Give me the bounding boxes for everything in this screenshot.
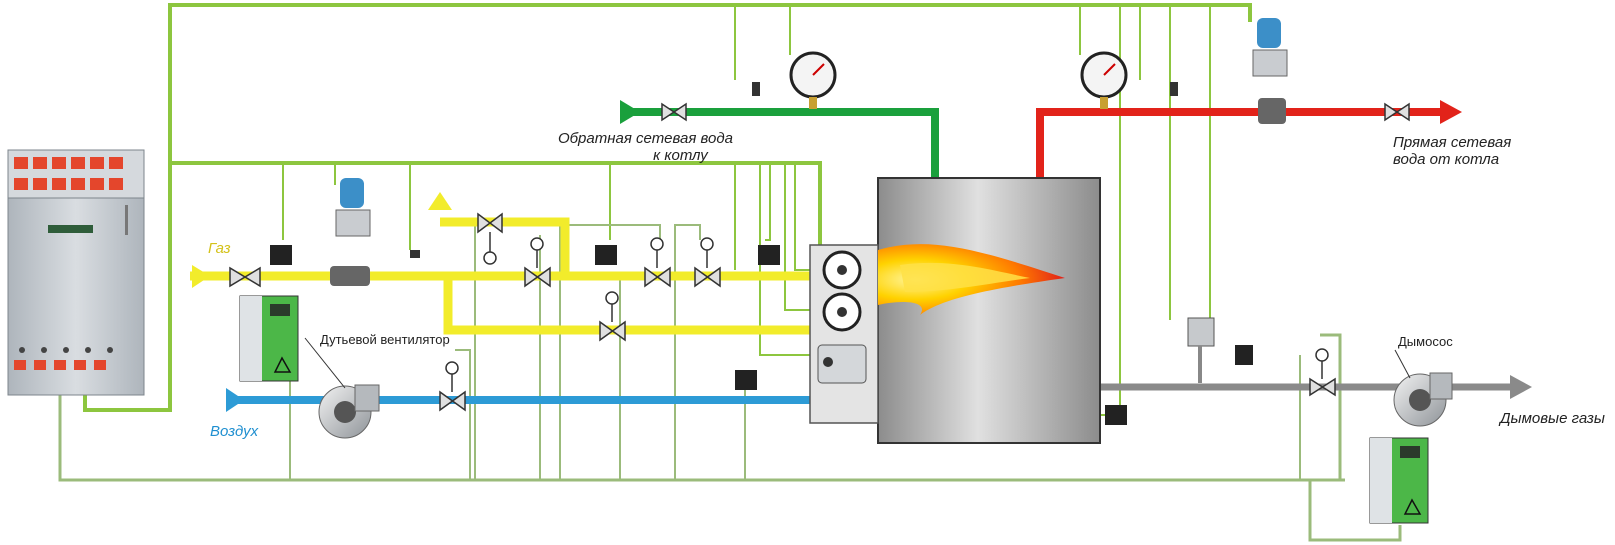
bottom-signal-lines	[58, 333, 1402, 542]
supply-water-valve	[1384, 102, 1410, 122]
pressure-gauge-return	[789, 51, 837, 109]
valves	[229, 102, 1410, 412]
burner-gas-regulators	[822, 250, 862, 332]
exhauster-vfd	[1369, 437, 1429, 524]
supply-water-label-line2: вода от котла	[1393, 151, 1500, 168]
air-label: Воздух	[210, 423, 259, 440]
flame-tongue	[900, 262, 1030, 292]
pressure-transmitter-supply	[1252, 18, 1288, 124]
flue-gases-label: Дымовые газы	[1500, 410, 1605, 427]
return-water-valve	[661, 102, 687, 122]
exhauster-label-leader	[1394, 349, 1411, 379]
smoke-exhauster-label: Дымосос	[1398, 334, 1453, 349]
sensor-signal-taps	[282, 5, 1211, 416]
gas-vent-arrow	[428, 192, 452, 210]
control-cabinet	[7, 149, 145, 396]
air-inlet-triangle	[226, 388, 244, 412]
smoke-exhauster-fan	[1393, 372, 1453, 427]
pressure-gauge-supply	[1080, 51, 1128, 109]
gas-shutoff-valve-1	[524, 266, 551, 288]
gas-inlet-valve	[229, 266, 261, 288]
pressure-transmitter-gas	[330, 178, 371, 286]
valve-actuators	[445, 232, 1329, 392]
flue-gas-analyzer	[1187, 317, 1215, 383]
control-signal-lines	[83, 3, 1252, 412]
gas-vent-valve	[477, 212, 503, 234]
pressure-switches	[270, 245, 1253, 425]
supply-water-label: Прямая сетевая вода от котла	[1393, 134, 1511, 168]
supply-water-arrow	[1440, 100, 1462, 124]
gas-bypass-valve	[599, 320, 626, 342]
flue-damper-valve	[1309, 377, 1336, 397]
blower-fan	[318, 384, 380, 439]
panel-display	[48, 225, 93, 233]
gas-shutoff-valve-2	[644, 266, 671, 288]
return-water-label: Обратная сетевая вода к котлу	[548, 130, 743, 164]
return-water-label-line2: к котлу	[653, 147, 708, 164]
blower-label-leader	[304, 337, 346, 389]
boiler	[877, 177, 1101, 444]
flue-gas-arrow	[1510, 375, 1532, 399]
gas-label: Газ	[208, 240, 231, 257]
gas-inlet-triangle	[192, 265, 210, 288]
air-damper-valve	[439, 390, 466, 412]
gas-shutoff-valve-3	[694, 266, 721, 288]
return-water-inlet-triangle	[620, 100, 640, 124]
return-water-label-line1: Обратная сетевая вода	[557, 130, 734, 147]
blower-fan-label: Дутьевой вентилятор	[320, 332, 450, 347]
supply-water-label-line1: Прямая сетевая	[1393, 134, 1512, 151]
temperature-sensors	[410, 82, 1178, 258]
flame-control-box	[817, 344, 867, 384]
indicator-block	[14, 157, 123, 370]
blower-vfd	[239, 295, 299, 382]
panel-switches	[19, 347, 113, 353]
